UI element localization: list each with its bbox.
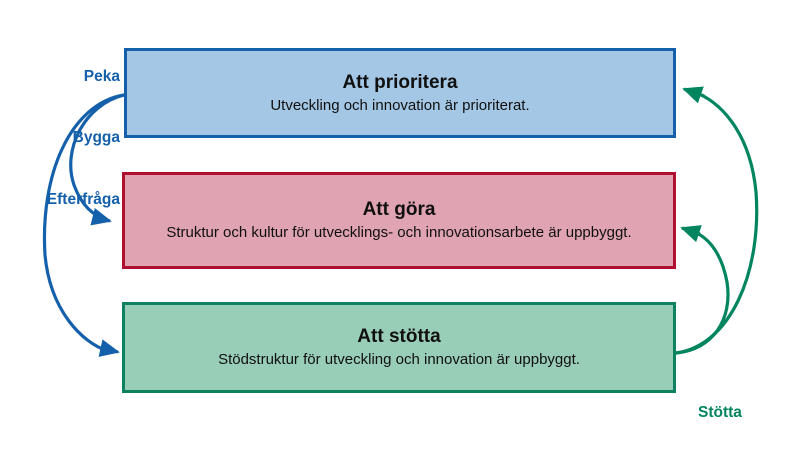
right-label-line-1: Stötta xyxy=(698,403,742,421)
arrow-green-to-gora xyxy=(674,229,730,355)
right-side-label: Stötta Lära Utmana xyxy=(698,362,798,450)
arrow-green-to-gora-head xyxy=(680,225,702,243)
box-stotta-title: Att stötta xyxy=(357,326,441,348)
arrow-green-to-prioritera xyxy=(674,90,759,355)
box-prioritera-subtitle: Utveckling och innovation är prioriterat… xyxy=(270,96,530,114)
box-att-stotta[interactable]: Att stötta Stödstruktur för utveckling o… xyxy=(122,302,676,393)
left-label-line-3: Efterfråga xyxy=(46,190,120,208)
left-side-label: Peka Bygga Efterfråga xyxy=(0,26,120,251)
box-gora-title: Att göra xyxy=(362,199,436,221)
left-label-line-1: Peka xyxy=(83,67,120,85)
arrow-blue-to-stotta-head xyxy=(98,339,120,357)
box-stotta-subtitle: Stödstruktur för utveckling och innovati… xyxy=(218,351,580,368)
left-label-line-2: Bygga xyxy=(72,129,120,147)
box-att-gora[interactable]: Att göra Struktur och kultur för utveckl… xyxy=(122,172,676,269)
box-gora-subtitle: Struktur och kultur för utvecklings- och… xyxy=(166,224,632,241)
box-att-prioritera[interactable]: Att prioritera Utveckling och innovation… xyxy=(124,48,676,138)
box-prioritera-title: Att prioritera xyxy=(342,71,458,93)
arrow-green-to-prioritera-head xyxy=(682,86,705,104)
